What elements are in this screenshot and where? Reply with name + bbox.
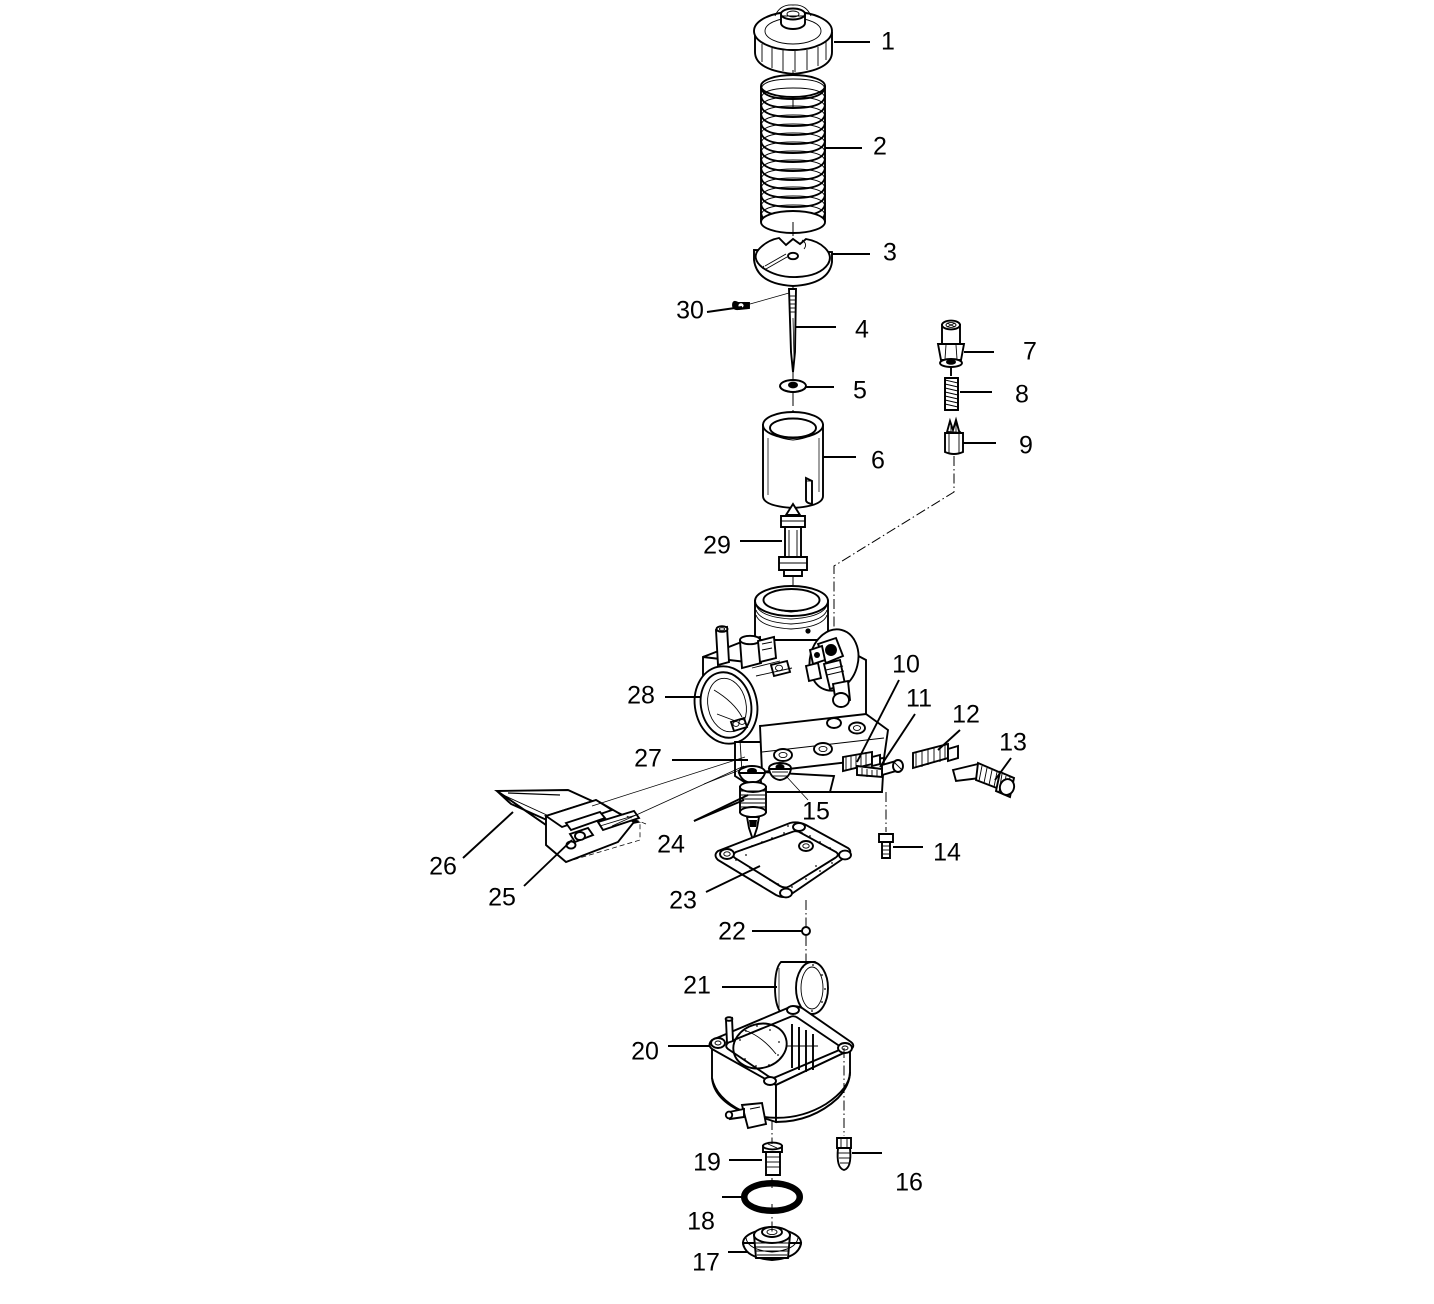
assembly-path-pilot-jet xyxy=(833,456,955,640)
part-needle-jet xyxy=(778,502,808,577)
callout-number-15: 15 xyxy=(802,798,830,826)
part-throttle-stop-screw xyxy=(951,761,1016,799)
part-pilot-air-jet xyxy=(944,416,964,455)
part-float xyxy=(774,961,829,1015)
leader-10 xyxy=(856,679,900,763)
leader-13 xyxy=(994,757,1012,781)
part-pilot-jet xyxy=(767,762,793,781)
callout-number-26: 26 xyxy=(429,853,457,881)
leader-30-tie xyxy=(749,292,790,305)
callout-number-23: 23 xyxy=(669,887,697,915)
callout-number-12: 12 xyxy=(952,701,980,729)
part-mixture-spring xyxy=(944,377,959,411)
callout-number-7: 7 xyxy=(1023,338,1037,366)
callout-number-2: 2 xyxy=(873,133,887,161)
callout-number-22: 22 xyxy=(718,918,746,946)
callout-number-8: 8 xyxy=(1015,381,1029,409)
part-top-cap xyxy=(753,4,833,75)
leader-26 xyxy=(462,811,514,859)
callout-number-25: 25 xyxy=(488,884,516,912)
tie-bracket-body-a xyxy=(591,756,746,807)
callout-number-17: 17 xyxy=(692,1249,720,1277)
part-needle-washer xyxy=(779,379,807,393)
part-spring-seat-plate xyxy=(753,236,833,287)
callout-number-layer: 1 2 3 4 5 6 7 8 9 10 11 12 13 14 15 16 1… xyxy=(429,28,1037,1277)
part-throttle-stop-spring xyxy=(912,742,959,770)
part-jet-needle xyxy=(788,288,797,373)
leader-12 xyxy=(937,729,961,751)
callout-number-29: 29 xyxy=(703,532,731,560)
callout-number-18: 18 xyxy=(687,1208,715,1236)
callout-number-11: 11 xyxy=(906,685,932,713)
callout-number-14: 14 xyxy=(933,839,961,867)
part-throttle-slide xyxy=(762,411,824,509)
callout-number-3: 3 xyxy=(883,239,897,267)
part-drain-plug xyxy=(741,1226,803,1261)
callout-number-30: 30 xyxy=(676,297,704,325)
part-idle-mixture-screw xyxy=(936,319,966,376)
leader-25 xyxy=(523,839,573,887)
callout-number-20: 20 xyxy=(631,1038,659,1066)
part-float-bowl xyxy=(708,1005,855,1130)
part-float-bowl-gasket xyxy=(714,821,852,899)
part-needle-jet-holder xyxy=(737,765,767,784)
callout-number-10: 10 xyxy=(892,651,920,679)
tie-bracket-body-b xyxy=(611,765,745,827)
part-cable-bracket xyxy=(543,798,647,864)
part-float-pin xyxy=(801,926,811,936)
callout-number-4: 4 xyxy=(855,316,869,344)
part-float-bowl-screw xyxy=(836,1137,852,1171)
leader-23 xyxy=(705,865,761,893)
callout-number-24: 24 xyxy=(657,831,685,859)
leader-24-b xyxy=(693,794,749,822)
callout-number-16: 16 xyxy=(895,1169,923,1197)
callout-number-6: 6 xyxy=(871,447,885,475)
callout-number-13: 13 xyxy=(999,729,1027,757)
part-idle-speed-screw xyxy=(856,759,904,779)
part-drain-screw-14 xyxy=(878,833,894,859)
leader-11 xyxy=(879,713,916,768)
leader-15 xyxy=(785,775,809,801)
callout-number-21: 21 xyxy=(683,972,711,1000)
callout-number-28: 28 xyxy=(627,682,655,710)
callout-number-1: 1 xyxy=(881,28,895,56)
leader-30 xyxy=(706,306,743,313)
callout-number-27: 27 xyxy=(634,745,662,773)
callout-number-9: 9 xyxy=(1019,432,1033,460)
part-main-jet xyxy=(739,781,767,844)
part-drain-screw-fitting xyxy=(762,1141,783,1176)
part-throttle-spring xyxy=(760,74,826,234)
callout-number-19: 19 xyxy=(693,1149,721,1177)
callout-number-5: 5 xyxy=(853,377,867,405)
